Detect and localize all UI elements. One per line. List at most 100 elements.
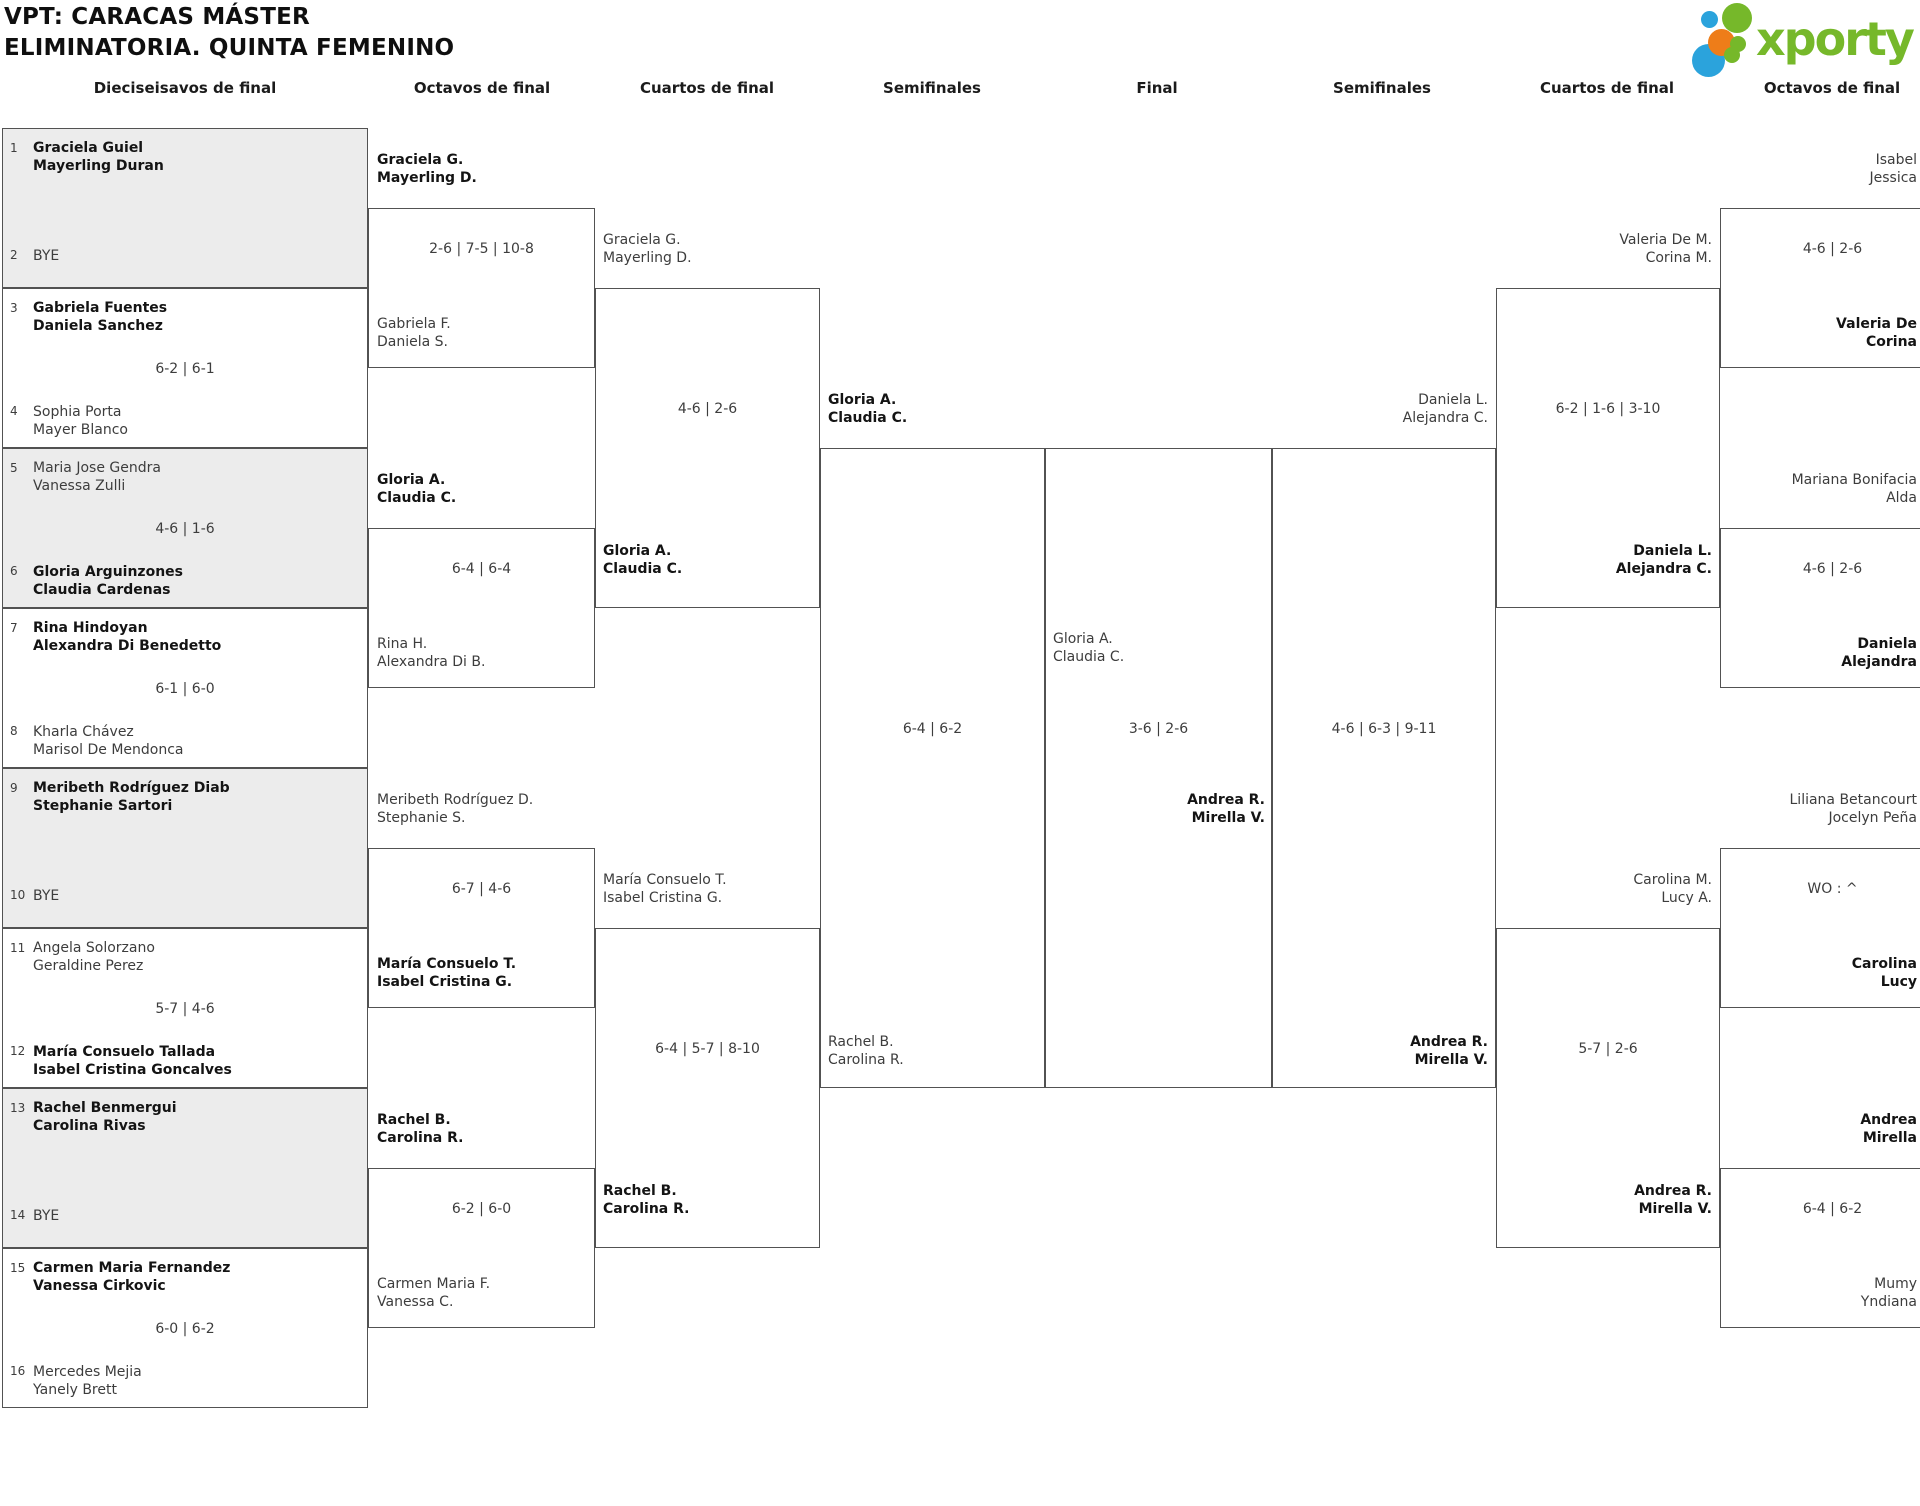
round-header-semis-right: Semifinales: [1333, 79, 1431, 97]
score-label: 6-1 | 6-0: [155, 681, 215, 697]
seed-number: 7: [10, 621, 18, 635]
match-box-r16-7: 13 Rachel Benmergui Carolina Rivas 14 BY…: [2, 1088, 368, 1248]
seed-number: 11: [10, 941, 26, 955]
team-line: Vanessa C.: [377, 1294, 454, 1310]
team-line: Graciela G.: [377, 152, 464, 168]
team-line: Mirella V.: [1638, 1201, 1712, 1217]
team-label: Daniela L. Alejandra C.: [1280, 391, 1488, 427]
match-box-r16-8: 15 Carmen Maria Fernandez Vanessa Cirkov…: [2, 1248, 368, 1408]
team-label: Meribeth Rodríguez Diab Stephanie Sartor…: [33, 779, 230, 815]
team-line: Marisol De Mendonca: [33, 742, 184, 758]
team-line: Maria Jose Gendra: [33, 460, 161, 476]
team-label: Carmen Maria Fernandez Vanessa Cirkovic: [33, 1259, 230, 1295]
team-line: Mayerling D.: [377, 170, 477, 186]
score-label: 6-4 | 6-2: [1802, 1201, 1863, 1217]
seed-number: 16: [10, 1364, 26, 1378]
round-header-final: Final: [1136, 79, 1178, 97]
team-line: Lucy A.: [1661, 890, 1712, 906]
match-box-r16-2: 3 Gabriela Fuentes Daniela Sanchez 6-2 |…: [2, 288, 368, 448]
team-line: Rina H.: [377, 636, 428, 652]
team-label: Rina H. Alexandra Di B.: [377, 635, 485, 671]
seed-number: 2: [10, 248, 18, 262]
team-line: Mayer Blanco: [33, 422, 128, 438]
team-label: Daniela L. Alejandra C.: [1500, 542, 1712, 578]
team-line: Claudia C.: [1053, 649, 1125, 665]
score-label: 5-7 | 4-6: [155, 1001, 215, 1017]
team-label: Mercedes Mejia Yanely Brett: [33, 1363, 142, 1399]
seed-number: 5: [10, 461, 18, 475]
round-header-cuartos-right: Cuartos de final: [1539, 79, 1675, 97]
team-line: Yanely Brett: [33, 1382, 117, 1398]
seed-number: 4: [10, 404, 18, 418]
logo-dot-green-small2-icon: [1724, 47, 1740, 63]
team-label: Rachel B. Carolina R.: [377, 1111, 464, 1147]
connector-box-octavos-right-1: [1720, 208, 1920, 368]
team-line: Alejandra C.: [1615, 561, 1712, 577]
team-line: Rachel Benmergui: [33, 1100, 177, 1116]
team-line: Vanessa Cirkovic: [33, 1278, 166, 1294]
match-box-r16-1: 1 Graciela Guiel Mayerling Duran 2 BYE: [2, 128, 368, 288]
team-line: Carolina R.: [603, 1201, 690, 1217]
team-label: Maria Jose Gendra Vanessa Zulli: [33, 459, 161, 495]
team-label: Graciela G. Mayerling D.: [377, 151, 477, 187]
team-line: BYE: [33, 1208, 60, 1224]
score-label: 4-6 | 2-6: [1802, 241, 1863, 257]
team-line: Lucy: [1880, 974, 1917, 990]
team-line: Corina: [1865, 334, 1917, 350]
team-line: Rachel B.: [828, 1034, 894, 1050]
team-label: Gloria A. Claudia C.: [1053, 630, 1124, 666]
team-label: BYE: [33, 887, 59, 905]
score-label: 5-7 | 2-6: [1578, 1041, 1638, 1057]
team-label: Andrea Mirella: [1710, 1111, 1917, 1147]
team-line: Carolina R.: [377, 1130, 464, 1146]
team-label: Gloria A. Claudia C.: [603, 542, 682, 578]
round-header-cuartos-left: Cuartos de final: [639, 79, 775, 97]
match-box-r16-6: 11 Angela Solorzano Geraldine Perez 5-7 …: [2, 928, 368, 1088]
team-line: Gloria A.: [603, 543, 672, 559]
connector-box-cuartos-left-1: [595, 288, 820, 608]
team-line: Mirella V.: [1191, 810, 1265, 826]
team-line: Rina Hindoyan: [33, 620, 148, 636]
team-label: María Consuelo T. Isabel Cristina G.: [377, 955, 516, 991]
team-line: Andrea R.: [1410, 1034, 1488, 1050]
connector-box-octavos-left-4: [368, 1168, 595, 1328]
tournament-title-line2: ELIMINATORIA. QUINTA FEMENINO: [4, 35, 455, 61]
team-label: Isabel Jessica: [1710, 151, 1918, 187]
connector-box-final: [1045, 448, 1272, 1088]
connector-box-octavos-right-3: [1720, 848, 1920, 1008]
score-label: 4-6 | 2-6: [677, 401, 738, 417]
team-line: Mariana Bonifacia: [1791, 472, 1917, 488]
team-line: BYE: [33, 248, 60, 264]
team-line: Rachel B.: [377, 1112, 451, 1128]
team-label: Carolina M. Lucy A.: [1500, 871, 1712, 907]
team-line: Claudia Cardenas: [33, 582, 171, 598]
team-line: Alejandra: [1841, 654, 1917, 670]
team-line: Claudia C.: [377, 490, 457, 506]
team-label: Mariana Bonifacia Alda: [1710, 471, 1917, 507]
seed-number: 3: [10, 301, 18, 315]
team-line: Mayerling Duran: [33, 158, 164, 174]
team-line: Gabriela F.: [377, 316, 451, 332]
team-line: Daniela S.: [377, 334, 448, 350]
team-label: María Consuelo T. Isabel Cristina G.: [603, 871, 727, 907]
team-line: Daniela L.: [1633, 543, 1712, 559]
score-label: 6-7 | 4-6: [451, 881, 512, 897]
score-label: 4-6 | 2-6: [1802, 561, 1863, 577]
team-line: Stephanie Sartori: [33, 798, 173, 814]
score-label: 6-2 | 1-6 | 3-10: [1555, 401, 1661, 417]
score-label: 2-6 | 7-5 | 10-8: [429, 241, 534, 257]
team-line: Claudia C.: [603, 561, 683, 577]
score-label: 3-6 | 2-6: [1128, 721, 1189, 737]
team-label: Carmen Maria F. Vanessa C.: [377, 1275, 490, 1311]
team-line: Isabel Cristina Goncalves: [33, 1062, 232, 1078]
match-box-r16-5: 9 Meribeth Rodríguez Diab Stephanie Sart…: [2, 768, 368, 928]
team-label: Valeria De Corina: [1710, 315, 1917, 351]
team-line: Geraldine Perez: [33, 958, 144, 974]
score-label: 6-0 | 6-2: [155, 1321, 215, 1337]
seed-number: 14: [10, 1208, 26, 1222]
team-line: Claudia C.: [828, 410, 908, 426]
team-label: Gloria A. Claudia C.: [377, 471, 456, 507]
seed-number: 8: [10, 724, 18, 738]
team-line: Meribeth Rodríguez Diab: [33, 780, 230, 796]
team-label: Gloria Arguinzones Claudia Cardenas: [33, 563, 183, 599]
